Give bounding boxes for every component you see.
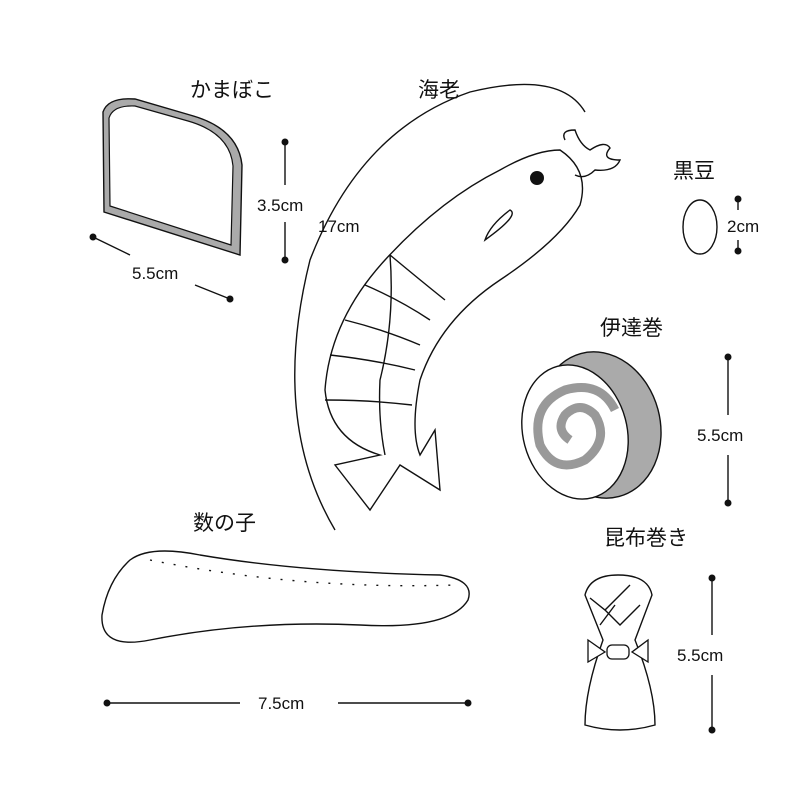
kazunoko-label: 数の子 — [193, 511, 256, 535]
kuromame-size-label: 2cm — [727, 217, 759, 236]
ebi-illustration — [324, 129, 622, 512]
konbumaki-height-label: 5.5cm — [677, 646, 723, 665]
kazunoko-dimension — [103, 699, 472, 707]
konbumaki-dimension — [708, 574, 716, 734]
kamaboko-height-label: 3.5cm — [257, 196, 303, 215]
kamaboko-label: かまぼこ — [190, 78, 274, 102]
ebi-length-arc — [294, 83, 586, 531]
datemaki-illustration — [521, 351, 662, 500]
datemaki-label: 伊達巻 — [600, 316, 663, 340]
kamaboko-illustration — [102, 98, 243, 256]
kuromame-label: 黒豆 — [673, 159, 715, 183]
kazunoko-length-label: 7.5cm — [258, 694, 304, 713]
konbumaki-label: 昆布巻き — [604, 526, 688, 550]
kazunoko-illustration — [101, 550, 470, 643]
datemaki-size-label: 5.5cm — [697, 426, 743, 445]
kuromame-dimension — [734, 195, 742, 255]
datemaki-dimension — [724, 353, 732, 507]
konbumaki-illustration — [584, 574, 656, 731]
kamaboko-width-label: 5.5cm — [132, 264, 178, 283]
ebi-length-label: 17cm — [318, 217, 360, 236]
kamaboko-height-dimension — [281, 138, 289, 264]
kuromame-illustration — [682, 199, 718, 255]
kamaboko-width-dimension — [89, 233, 234, 303]
